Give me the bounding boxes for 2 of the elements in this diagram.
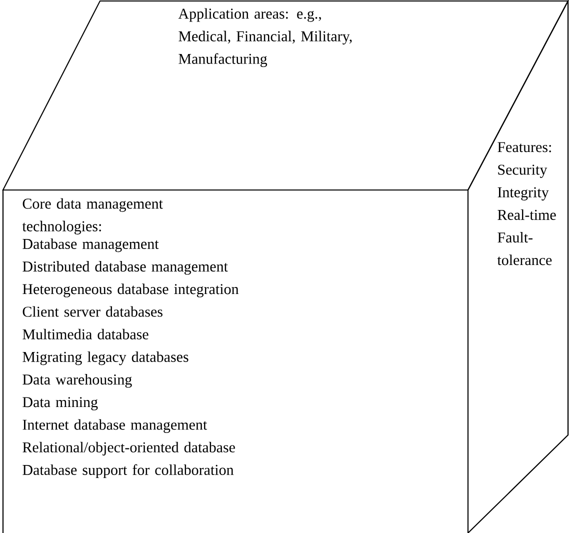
- front-face: Core data management technologies: Database management Distributed database management Heterogeneous database integration Client server databases Multimedia database Migrating legacy databases Data warehousing Data mining Internet database management Relational/object-oriented database Database support for collaboration: [2, 189, 469, 533]
- side-face: Features: Security Integrity Real-time Fault-tolerance: [468, 0, 569, 533]
